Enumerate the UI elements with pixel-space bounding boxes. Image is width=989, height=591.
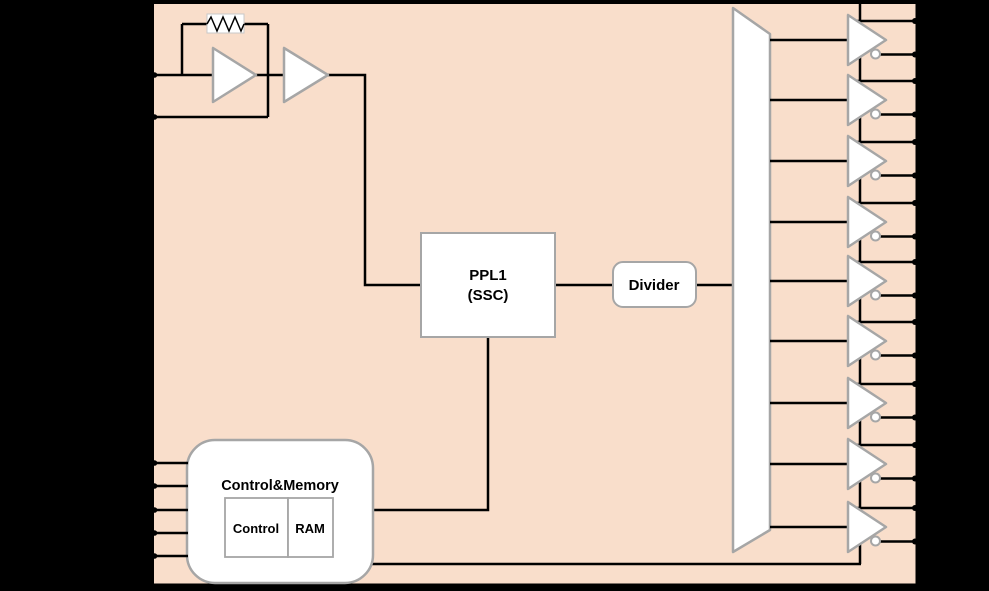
output-buffer-icon [846,13,888,67]
inverter-bubble-icon [870,289,881,301]
output-pin-dot [912,51,918,58]
output-buffer-icon [846,314,888,368]
output-pin-dot [912,111,918,118]
output-pin-dot [912,200,918,206]
output-pin-dot [912,381,918,387]
pll-label-line1: PPL1 [469,267,507,284]
osc-to-pll-wire [326,73,422,287]
ram-sub-box [287,497,334,558]
output-pin-dot [912,139,918,145]
inverter-bubble-icon [870,472,881,484]
buffer-wires [770,3,916,564]
ram-sub-label: RAM [295,521,325,536]
divider-block: Divider [612,261,697,308]
control-memory-title: Control&Memory [221,478,339,494]
osc-amplifier-1-icon [211,46,258,104]
pll-block: PPL1 (SSC) [420,232,556,338]
divider-box [612,261,697,308]
control-pin-dot [151,530,158,536]
pll-to-control-wire [372,336,490,512]
output-pin-dot [912,538,918,545]
inverter-bubble-icon [870,169,881,181]
output-pin-dot [912,233,918,240]
output-buffer-icon [846,73,888,127]
resistor-zigzag-icon [206,15,245,33]
output-pin-dot [912,475,918,482]
output-pin-dot [912,505,918,511]
osc-amplifier-2-icon [282,46,330,104]
output-pin-dot [912,78,918,84]
inverter-bubble-icon [870,411,881,423]
output-buffer-icon [846,376,888,430]
output-pin-dot [912,18,918,24]
output-pin-dot [912,414,918,421]
output-pin-dot [912,172,918,179]
control-memory-block: Control&Memory Control RAM [185,438,375,585]
control-pin-dot [151,553,158,559]
inverter-bubble-icon [870,48,881,60]
output-buffers [770,3,918,564]
output-buffer-icon [846,134,888,188]
output-buffer-icon [846,437,888,491]
control-pin-dot [151,507,158,513]
xin-pin-dot [151,72,158,78]
mux-trapezoid [731,6,772,554]
output-buffer-icon [846,195,888,249]
feedback-resistor [206,13,245,34]
control-pin-dot [151,483,158,489]
control-sub-box [224,497,289,558]
inverter-bubble-icon [870,535,881,547]
inverter-bubble-icon [870,108,881,120]
output-pin-dot [912,319,918,325]
control-sub-label: Control [233,521,279,536]
pll-label-line2: (SSC) [468,287,509,304]
output-buffer-icon [846,254,888,308]
output-pin-dot [912,292,918,299]
buffer-symbols [846,13,888,554]
xout-pin-dot [151,114,158,120]
control-pin-dot [151,460,158,466]
inverter-bubble-icon [870,349,881,361]
inverter-bubble-icon [870,230,881,242]
divider-label: Divider [629,277,680,294]
control-input-pins [151,460,188,559]
pll-box [420,232,556,338]
output-pin-dot [912,259,918,265]
output-buffer-icon [846,500,888,554]
buffer-pin-dots [912,18,918,545]
output-pin-dot [912,352,918,359]
crystal-oscillator-section [151,13,422,287]
output-pin-dot [912,442,918,448]
